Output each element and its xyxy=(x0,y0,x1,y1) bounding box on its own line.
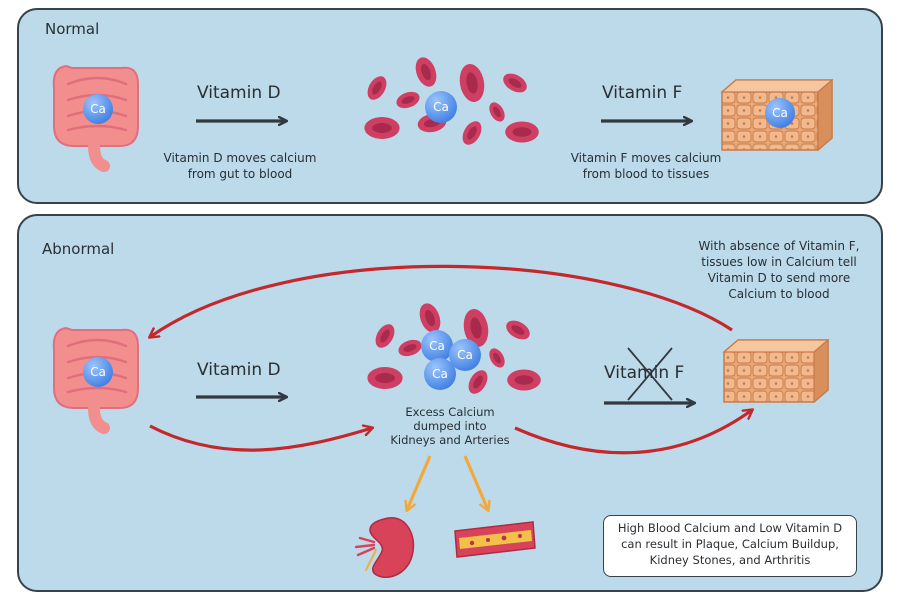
cross-out-icon xyxy=(627,347,673,401)
normal-vitamin-f-caption-line2: from blood to tissues xyxy=(582,167,710,181)
result-note-line2: can result in Plaque, Calcium Buildup, xyxy=(621,537,839,551)
normal-intestine-calcium-icon: Ca xyxy=(83,94,113,124)
feedback-note-line3: Vitamin D to send more xyxy=(707,271,851,285)
normal-vitamin-d-caption-line1: Vitamin D moves calcium xyxy=(163,151,317,165)
abnormal-intestine-calcium-icon: Ca xyxy=(83,357,113,387)
normal-vitamin-d-caption: Vitamin D moves calcium from gut to bloo… xyxy=(150,150,330,182)
normal-vitamin-d-label: Vitamin D xyxy=(197,83,281,103)
feedback-arrow xyxy=(150,264,733,337)
feedback-note: With absence of Vitamin F, tissues low i… xyxy=(664,238,894,302)
blood-to-tissue-weak-arrow xyxy=(514,410,752,455)
abnormal-title: Abnormal xyxy=(42,240,115,258)
excess-calcium-line2: dumped into xyxy=(413,419,487,433)
gut-to-blood-excess-arrow xyxy=(149,426,372,452)
normal-title: Normal xyxy=(45,20,100,38)
svg-text:Ca: Ca xyxy=(457,348,473,362)
artery-arrow xyxy=(463,455,488,510)
svg-text:Ca: Ca xyxy=(433,100,449,114)
feedback-note-line4: Calcium to blood xyxy=(728,287,830,301)
svg-text:Ca: Ca xyxy=(90,365,106,379)
result-note-line3: Kidney Stones, and Arthritis xyxy=(649,553,811,567)
result-note-box: High Blood Calcium and Low Vitamin D can… xyxy=(603,515,857,577)
feedback-note-line2: tissues low in Calcium tell xyxy=(701,255,857,269)
result-note-line1: High Blood Calcium and Low Vitamin D xyxy=(617,521,843,535)
normal-vitamin-d-caption-line2: from gut to blood xyxy=(187,167,293,181)
excess-calcium-note: Excess Calcium dumped into Kidneys and A… xyxy=(375,405,525,447)
excess-calcium-line1: Excess Calcium xyxy=(405,405,495,419)
svg-text:Ca: Ca xyxy=(90,102,106,116)
kidney-arrow xyxy=(407,455,432,510)
normal-vitamin-f-caption: Vitamin F moves calcium from blood to ti… xyxy=(556,150,736,182)
svg-text:Ca: Ca xyxy=(429,339,445,353)
kidney-icon xyxy=(354,516,415,578)
abnormal-vitamin-f-label: Vitamin F xyxy=(604,363,685,383)
normal-blood-calcium-icon: Ca xyxy=(425,91,457,123)
svg-text:Ca: Ca xyxy=(432,367,448,381)
svg-text:Ca: Ca xyxy=(772,106,788,120)
abnormal-tissue-icon xyxy=(722,338,830,404)
normal-tissue-calcium-icon: Ca xyxy=(765,98,795,128)
normal-vitamin-f-caption-line1: Vitamin F moves calcium xyxy=(570,151,722,165)
artery-plaque-icon xyxy=(454,521,536,558)
excess-calcium-line3: Kidneys and Arteries xyxy=(390,433,510,447)
feedback-note-line1: With absence of Vitamin F, xyxy=(698,239,860,253)
normal-vitamin-f-label: Vitamin F xyxy=(602,83,683,103)
abnormal-blood-calcium-cluster-icon: Ca Ca Ca xyxy=(421,330,481,390)
abnormal-vitamin-d-label: Vitamin D xyxy=(197,360,281,380)
